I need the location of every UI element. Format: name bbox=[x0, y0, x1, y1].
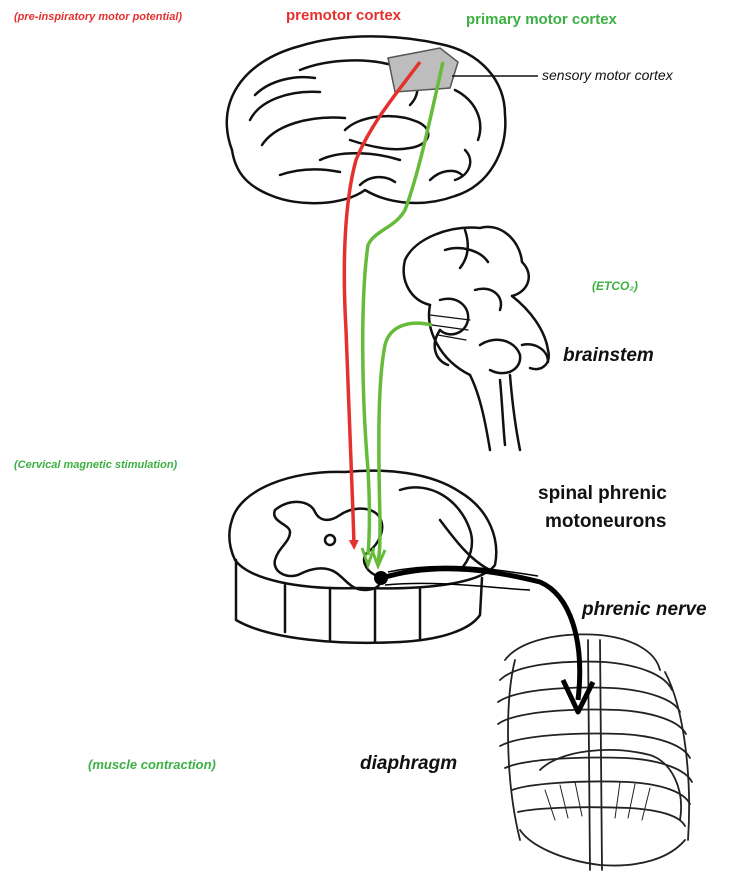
brainstem-pathway-arrow bbox=[378, 323, 432, 562]
spinal-phrenic-label-line1: spinal phrenic bbox=[538, 484, 667, 503]
brainstem-icon bbox=[404, 227, 549, 450]
phrenic-nerve-label: phrenic nerve bbox=[582, 600, 707, 619]
ribcage-icon bbox=[498, 634, 692, 870]
diaphragm-label: diaphragm bbox=[360, 754, 457, 773]
primary-motor-pathway-arrow bbox=[363, 62, 443, 555]
muscle-contraction-label: (muscle contraction) bbox=[88, 758, 216, 771]
premotor-cortex-label: premotor cortex bbox=[286, 8, 401, 23]
cervical-stimulation-label: (Cervical magnetic stimulation) bbox=[14, 460, 177, 471]
primary-motor-cortex-label: primary motor cortex bbox=[466, 12, 617, 27]
spinal-phrenic-label-line2: motoneurons bbox=[545, 512, 666, 531]
pre-inspiratory-label: (pre-inspiratory motor potential) bbox=[14, 12, 182, 23]
brainstem-label: brainstem bbox=[563, 346, 654, 365]
etco2-label: (ETCO₂) bbox=[592, 280, 638, 292]
brain-icon bbox=[227, 36, 506, 203]
sensory-motor-cortex-label: sensory motor cortex bbox=[542, 68, 673, 82]
spinal-cord-icon bbox=[229, 471, 496, 643]
cortex-highlight bbox=[388, 48, 458, 92]
